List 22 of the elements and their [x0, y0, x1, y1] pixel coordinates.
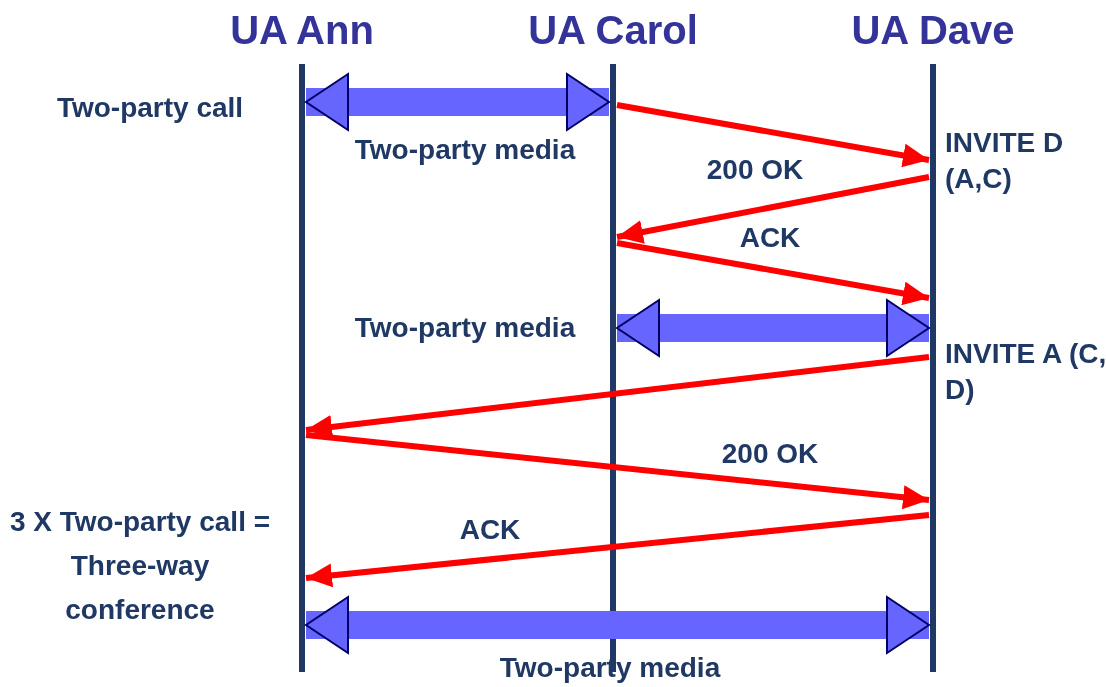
message-arrow	[616, 240, 930, 306]
participant-heading: UA Dave	[850, 7, 1016, 54]
note-text: Two-party call	[55, 91, 245, 125]
edge-label: 200 OK	[720, 437, 820, 471]
participant-heading: UA Ann	[229, 7, 375, 54]
edge-label: Two-party media	[498, 651, 722, 685]
message-arrow	[305, 432, 930, 510]
media-double-arrow	[616, 299, 930, 357]
edge-label: Two-party media	[353, 133, 577, 167]
message-arrow	[305, 512, 930, 588]
edge-label: ACK	[738, 221, 802, 255]
note-text: 3 X Two-party call = Three-way conference	[8, 505, 272, 627]
message-arrow	[616, 174, 930, 244]
participant-heading: UA Carol	[527, 7, 699, 54]
edge-label: Two-party media	[353, 311, 577, 345]
message-arrow	[616, 102, 930, 168]
media-double-arrow	[305, 73, 610, 131]
edge-label: ACK	[458, 513, 522, 547]
media-double-arrow	[305, 596, 930, 654]
edge-label: INVITE A (C, D)	[945, 337, 1106, 407]
edge-label: 200 OK	[705, 153, 805, 187]
edge-label: INVITE D (A,C)	[945, 126, 1065, 196]
